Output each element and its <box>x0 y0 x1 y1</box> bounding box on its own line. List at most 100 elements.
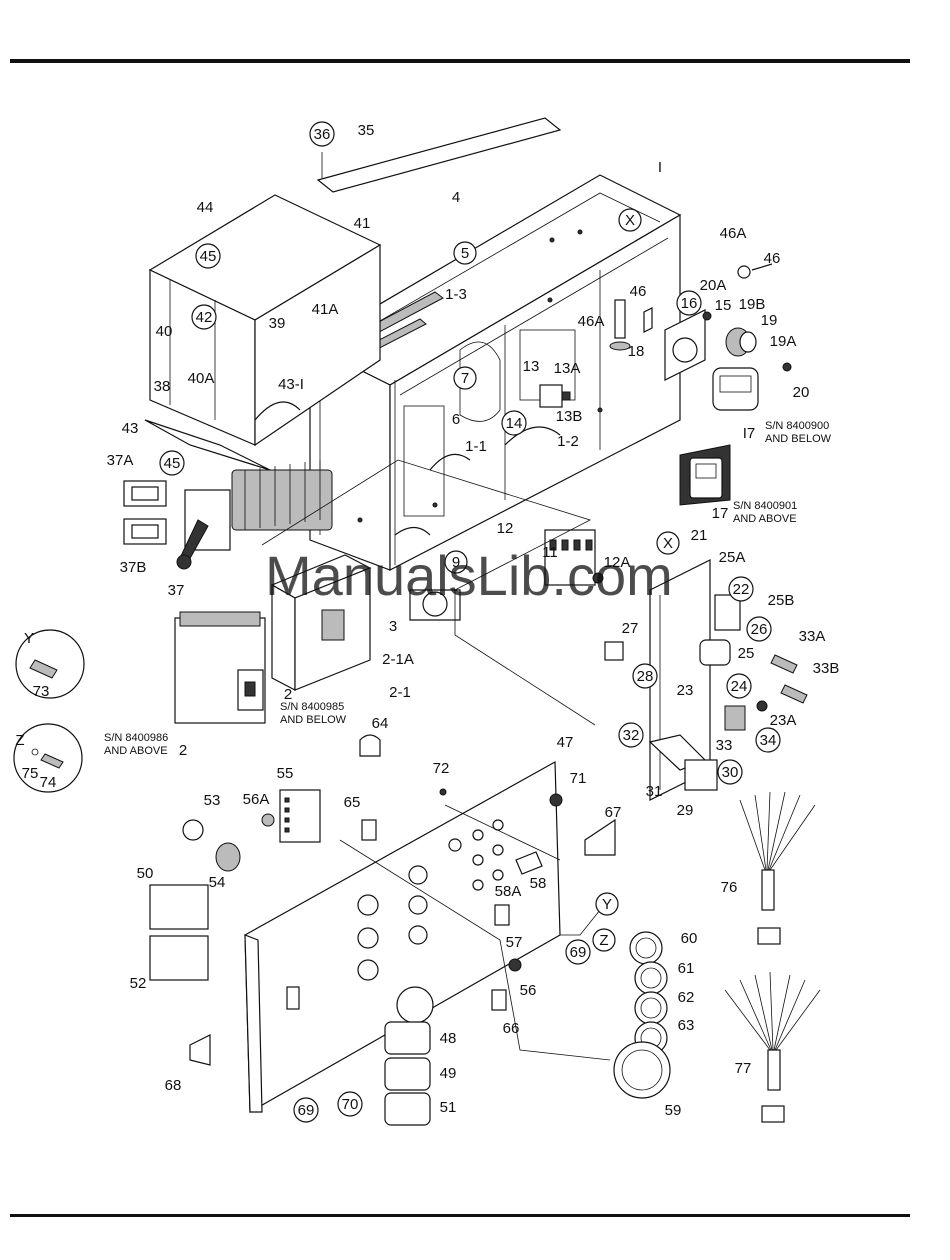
callout-51: 51 <box>440 1099 457 1116</box>
callout-text: 18 <box>628 343 645 360</box>
callout-37B: 37B <box>120 559 147 576</box>
top-rule <box>10 59 910 63</box>
note-line: AND ABOVE <box>733 513 797 525</box>
callout-43-1: 43-I <box>278 376 304 393</box>
callout-60: 60 <box>681 930 698 947</box>
callout-23: 23 <box>677 682 694 699</box>
callout-37A: 37A <box>107 452 134 469</box>
callout-X-top: X <box>618 208 642 232</box>
callout-38: 38 <box>154 378 171 395</box>
callout-text: 43 <box>122 420 139 437</box>
callout-text: 42 <box>196 309 213 326</box>
callout-text: 19B <box>739 296 766 313</box>
callout-text: 61 <box>678 960 695 977</box>
callout-text: 31 <box>646 783 663 800</box>
callout-text: 49 <box>440 1065 457 1082</box>
callout-25A: 25A <box>719 549 746 566</box>
callout-text: 51 <box>440 1099 457 1116</box>
callout-text: 32 <box>623 727 640 744</box>
callout-text: 62 <box>678 989 695 1006</box>
callout-19: 19 <box>761 312 778 329</box>
callout-ring <box>755 727 781 753</box>
callout-text: 66 <box>503 1020 520 1037</box>
callout-52: 52 <box>130 975 147 992</box>
callout-text: 2 <box>284 686 292 703</box>
callout-text: 68 <box>165 1077 182 1094</box>
callout-17-bot: 17 <box>712 505 729 522</box>
watermark: ManualsLib.com <box>265 544 673 607</box>
note-line: S/N 8400901 <box>733 500 797 512</box>
callout-46-top: 46 <box>764 250 781 267</box>
callout-text: 55 <box>277 765 294 782</box>
terminal-panel-21 <box>604 559 808 801</box>
callout-text: 37A <box>107 452 134 469</box>
callout-ring <box>592 928 616 952</box>
callout-40: 40 <box>156 323 173 340</box>
callout-ring <box>453 366 477 390</box>
callout-text: 71 <box>570 770 587 787</box>
callout-text: 43-I <box>278 376 304 393</box>
callout-2-bot: 2 <box>179 742 187 759</box>
callout-65: 65 <box>344 794 361 811</box>
callout-text: 41 <box>354 215 371 232</box>
callout-text: 37B <box>120 559 147 576</box>
callout-text: 28 <box>637 668 654 685</box>
callout-text: 11 <box>542 544 558 561</box>
callout-X-mid: X <box>656 531 680 555</box>
callout-text: 6 <box>452 411 460 428</box>
callout-text: 30 <box>722 764 739 781</box>
callout-text: Y <box>24 630 34 647</box>
callout-23A: 23A <box>770 712 797 729</box>
enclosure-frame <box>308 174 682 571</box>
callout-12: 12 <box>497 520 514 537</box>
callout-6: 6 <box>452 411 460 428</box>
callout-text: 2-1 <box>389 684 411 701</box>
callout-text: 75 <box>22 765 39 782</box>
callout-text: 1-1 <box>465 438 487 455</box>
callout-text: 54 <box>209 874 226 891</box>
callout-ring <box>717 759 743 785</box>
callout-20: 20 <box>793 384 810 401</box>
callout-66: 66 <box>503 1020 520 1037</box>
callout-text: 56A <box>243 791 270 808</box>
callout-18: 18 <box>628 343 645 360</box>
callout-text: 47 <box>557 734 574 751</box>
callout-49: 49 <box>440 1065 457 1082</box>
callout-text: 23A <box>770 712 797 729</box>
callout-text: 33 <box>716 737 733 754</box>
callout-12A: 12A <box>604 554 631 571</box>
callout-text: 25 <box>738 645 755 662</box>
callout-ring <box>595 892 619 916</box>
wire-harnesses <box>254 401 561 536</box>
callout-53: 53 <box>204 792 221 809</box>
gauges-60-63-59 <box>613 931 671 1099</box>
side-box-44 <box>144 194 382 471</box>
callout-42: 42 <box>191 304 217 330</box>
callout-text: 15 <box>715 297 732 314</box>
callout-text: 35 <box>358 122 375 139</box>
callout-59: 59 <box>665 1102 682 1119</box>
callout-text: 44 <box>197 199 214 216</box>
callout-text: 70 <box>342 1096 359 1113</box>
callout-1-3: 1-3 <box>445 286 467 303</box>
callout-text: 19 <box>761 312 778 329</box>
callout-25B: 25B <box>768 592 795 609</box>
callout-text: 1-2 <box>557 433 579 450</box>
callout-text: 39 <box>269 315 286 332</box>
callout-37: 37 <box>168 582 185 599</box>
callout-text: X <box>625 212 635 229</box>
callout-text: 73 <box>33 683 50 700</box>
callout-text: 24 <box>731 678 748 695</box>
note-line: S/N 8400986 <box>104 732 168 744</box>
callout-Z-left: Z <box>15 732 24 749</box>
callout-4: 4 <box>452 189 460 206</box>
callout-69-top: 69 <box>565 939 591 965</box>
callout-ring <box>337 1091 363 1117</box>
callout-text: 12A <box>604 554 631 571</box>
callout-41: 41 <box>354 215 371 232</box>
callout-text: 45 <box>164 455 181 472</box>
callout-text: 40A <box>188 370 215 387</box>
